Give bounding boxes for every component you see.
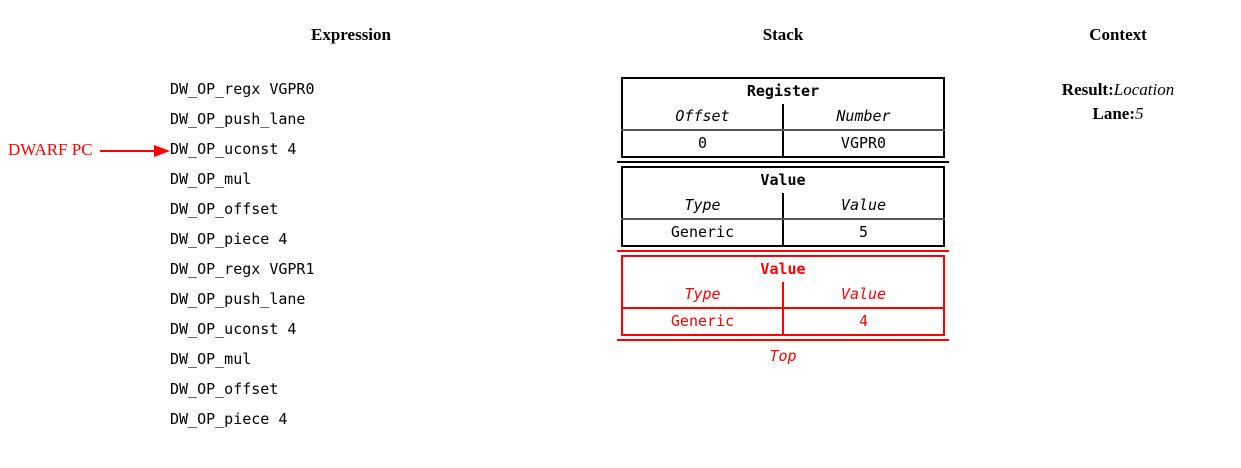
- context-value: 5: [1135, 104, 1144, 123]
- arrow-right-icon: [100, 145, 170, 157]
- stack-entry-value-row: Generic 5: [622, 219, 944, 246]
- expression-op-line: DW_OP_offset: [170, 200, 279, 218]
- stack-entry-column-header: Number: [783, 104, 944, 131]
- expression-op-line: DW_OP_offset: [170, 380, 279, 398]
- expression-column-heading: Expression: [311, 25, 391, 44]
- stack-entry-title-row: Value: [622, 256, 944, 282]
- stack-entry-value: Generic: [622, 219, 784, 246]
- stack-entry-value: Generic: [622, 308, 784, 335]
- stack-entry-column-header: Type: [622, 282, 784, 309]
- context-key: Lane:: [1092, 104, 1136, 123]
- stack-entry-title: Register: [746, 82, 820, 100]
- expression-op-line: DW_OP_uconst 4: [170, 320, 297, 338]
- expression-op-line: DW_OP_piece 4: [170, 410, 288, 428]
- stack-entry-value: 5: [858, 223, 869, 241]
- stack-entry-value-row: Generic 4: [622, 308, 944, 335]
- stack-entry-value-row: 0 VGPR0: [622, 130, 944, 157]
- context-row: Lane:5: [1017, 102, 1219, 126]
- stack-entry-separator: [617, 250, 949, 252]
- expression-op-line: DW_OP_piece 4: [170, 230, 288, 248]
- expression-op-line: DW_OP_mul: [170, 170, 252, 188]
- stack-entry-column-header: Value: [783, 282, 944, 309]
- stack-entry-title: Value: [760, 260, 806, 278]
- stack-entry-title-row: Value: [622, 167, 944, 193]
- expression-op-line: DW_OP_regx VGPR1: [170, 260, 315, 278]
- dwarf-pc-label: DWARF PC: [8, 140, 93, 159]
- stack-entry-column-header: Value: [783, 193, 944, 220]
- stack-bottom-rule: [617, 339, 949, 341]
- expression-op-line: DW_OP_regx VGPR0: [170, 80, 315, 98]
- stack-entry-value: 4: [858, 312, 869, 330]
- context-value: Location: [1113, 80, 1175, 99]
- context-key: Result:: [1061, 80, 1114, 99]
- dwarf-pc-marker: DWARF PC: [8, 138, 170, 166]
- stack-entry-column-header: Offset: [622, 104, 784, 131]
- context-column-heading: Context: [1089, 25, 1147, 44]
- stack-entry-column-header: Type: [622, 193, 784, 220]
- expression-op-line: DW_OP_uconst 4: [170, 140, 297, 158]
- stack-entry-value: VGPR0: [840, 134, 887, 152]
- context-row: Result:Location: [1017, 78, 1219, 102]
- stack-top-label: Top: [769, 347, 797, 365]
- stack-entry-title: Value: [760, 171, 806, 189]
- expression-op-line: DW_OP_push_lane: [170, 290, 306, 308]
- expression-op-line: DW_OP_push_lane: [170, 110, 306, 128]
- stack-column-heading: Stack: [762, 25, 804, 44]
- expression-op-line: DW_OP_mul: [170, 350, 252, 368]
- stack-entry-title-row: Register: [622, 78, 944, 104]
- stack-entry-separator: [617, 161, 949, 163]
- stack-entry-value: 0: [622, 130, 784, 157]
